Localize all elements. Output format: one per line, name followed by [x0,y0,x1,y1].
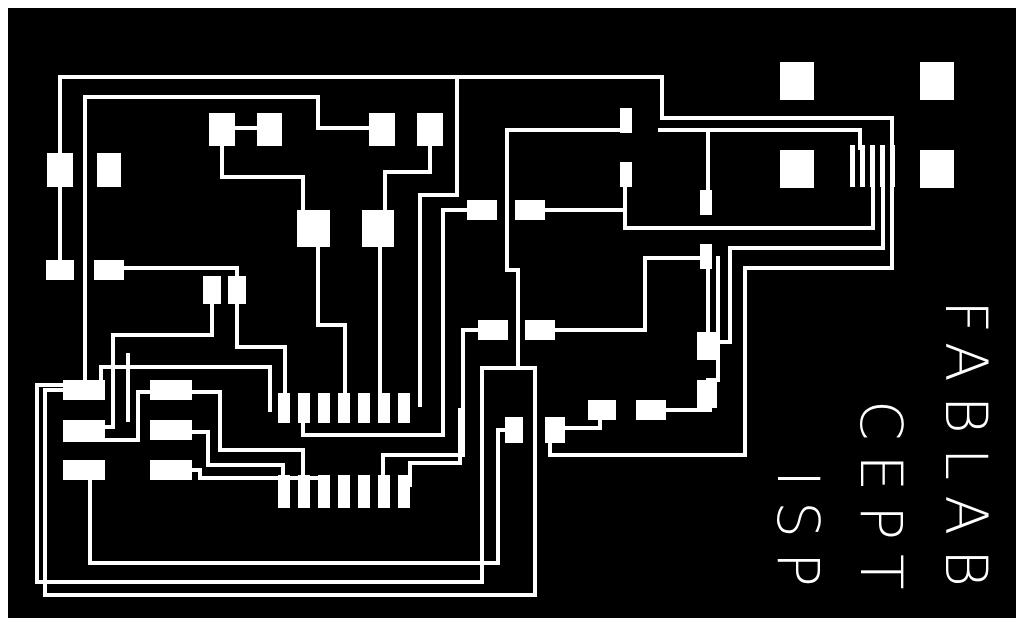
usb-pin [860,145,865,187]
ic-pin [298,475,310,508]
ic-pin [318,475,330,508]
ic-pin [318,393,330,423]
board-label-isp: ISP [764,470,832,601]
usb-pin [850,145,855,187]
pad [228,276,246,304]
pad [257,113,282,146]
pad [545,417,565,443]
pad [94,260,124,280]
trace [538,256,710,344]
ic-pin [378,475,390,508]
trace [706,146,885,344]
trace [168,390,305,487]
ic-pin [378,393,390,423]
trace [383,126,432,230]
pad [97,153,121,187]
ic-pin [398,475,410,508]
pad [780,150,814,188]
pad [417,113,443,146]
pad [467,200,497,220]
trace [316,226,347,407]
pad [150,420,192,440]
pad [46,260,74,280]
pad [203,276,221,304]
pad [505,417,523,443]
pad [515,200,545,220]
trace [528,146,875,230]
trace [220,126,305,230]
pad [700,190,712,215]
ic-pin [278,393,290,423]
usb-pin [890,145,895,187]
pad [297,210,330,247]
trace [381,328,497,487]
board-surface [8,8,1016,618]
usb-pin [880,145,885,187]
trace [43,366,537,597]
ic-pin [298,393,310,423]
trace [58,75,894,457]
ic-pin [338,393,350,423]
usb-pin [870,145,875,187]
trace [418,75,459,407]
pad [209,113,235,146]
pad [620,108,632,133]
ic-pin [358,475,370,508]
pad [369,113,395,146]
pad [780,62,814,100]
pads [46,62,954,508]
ic-pin [358,393,370,423]
pad [63,420,105,440]
trace [301,208,485,437]
trace [706,128,862,150]
pad [63,380,105,400]
pad [620,162,632,187]
pad [636,400,666,420]
pad [150,380,192,400]
trace [88,428,517,565]
pad [588,400,616,420]
trace [83,95,384,392]
pad [697,332,717,360]
pad [697,380,717,408]
pad [362,210,394,247]
pad [63,460,105,480]
ic-pin [338,475,350,508]
trace [99,365,272,412]
pad [920,62,954,100]
trace [408,408,462,487]
ic-pin [398,393,410,423]
pad [150,460,192,480]
pad [700,244,712,269]
trace [235,290,287,407]
pad [47,153,73,187]
pad [525,320,555,340]
trace [168,430,285,487]
ic-pin [278,475,290,508]
pad [478,320,508,340]
pad [920,150,954,188]
board-label-cept: CEPT [847,400,915,604]
board-label-fablab: FABLAB [932,300,1000,601]
